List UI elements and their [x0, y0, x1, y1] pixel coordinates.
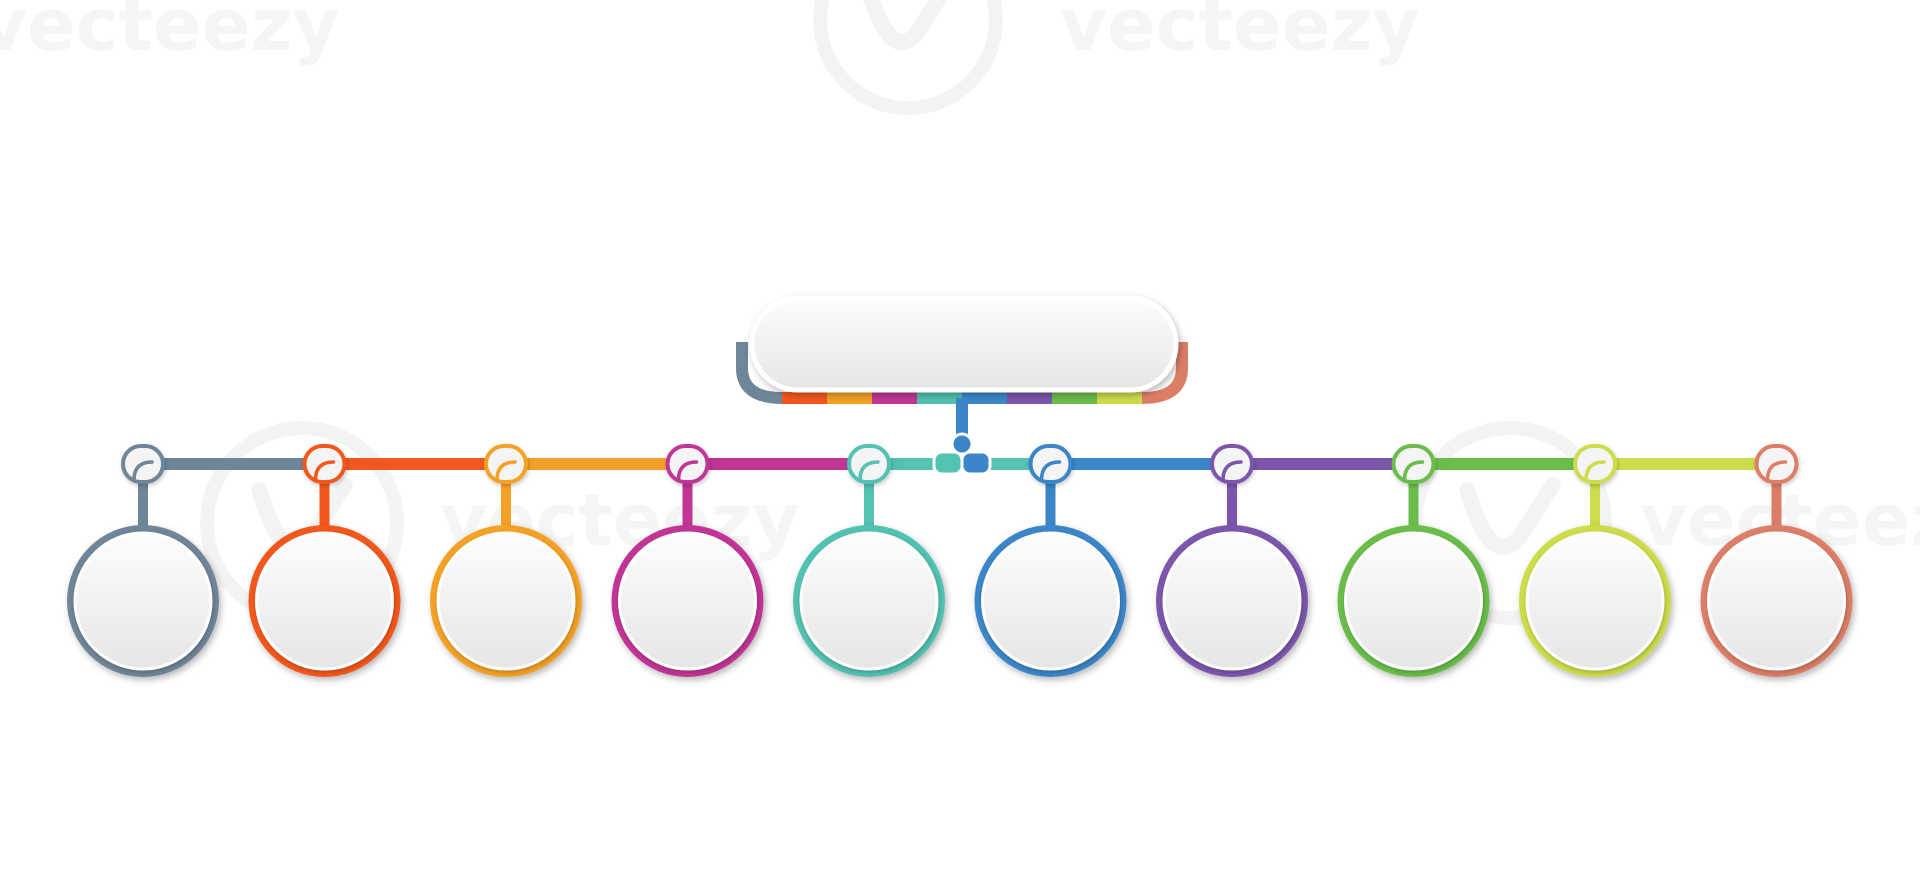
branch-circle-face: [1344, 531, 1483, 671]
branch-circle-face: [618, 531, 757, 671]
connector-knot-icon: [1210, 444, 1254, 484]
banner-frame-segment: [1141, 342, 1188, 404]
branch-node: [430, 444, 582, 677]
branch-node: [248, 444, 401, 677]
banner-frame-segment: [782, 392, 828, 404]
root-banner: [749, 295, 1179, 393]
branch-circle-face: [799, 531, 939, 671]
branch-nodes-group: [67, 444, 1853, 677]
branch-circle-face: [1162, 531, 1302, 671]
banner-frame-segment: [872, 392, 918, 404]
hub-connector-icon: [932, 432, 992, 476]
connector-knot-icon: [1391, 444, 1436, 484]
connector-knot-icon: [1573, 444, 1617, 484]
branch-node: [793, 444, 945, 677]
branch-circle-face: [1707, 531, 1846, 671]
branch-circle-face: [255, 531, 394, 671]
banner-frame-segment: [962, 392, 1008, 404]
watermark-logo-icon: [813, 0, 1003, 115]
root-banner-group: [736, 295, 1188, 404]
branch-circle-face: [981, 531, 1120, 671]
banner-frame-segment: [736, 342, 783, 404]
branch-node: [974, 444, 1127, 677]
connector-knot-icon: [302, 444, 347, 484]
banner-frame-segment: [827, 392, 873, 404]
branch-node: [1519, 444, 1671, 677]
watermark-text: vecteezy: [0, 0, 339, 67]
connector-knot-icon: [484, 444, 528, 484]
branch-node: [1156, 444, 1308, 677]
branch-circle-face: [436, 531, 576, 671]
banner-frame-segment: [917, 392, 963, 404]
banner-frame-segment: [1007, 392, 1053, 404]
branch-node: [1337, 444, 1490, 677]
connector-knot-icon: [121, 444, 165, 484]
branch-node: [67, 444, 219, 677]
connector-bus-group: [143, 398, 1777, 476]
branch-circle-face: [1525, 531, 1665, 671]
branch-node: [1700, 444, 1853, 677]
connector-knot-icon: [847, 444, 891, 484]
connector-knot-icon: [1028, 444, 1073, 484]
connector-knot-icon: [665, 444, 710, 484]
banner-frame-segment: [1097, 392, 1143, 404]
watermark-text: vecteezy: [1060, 0, 1419, 67]
branch-node: [611, 444, 764, 677]
connector-knot-icon: [1754, 444, 1799, 484]
branch-circle-face: [73, 531, 213, 671]
banner-frame-segment: [1052, 392, 1098, 404]
